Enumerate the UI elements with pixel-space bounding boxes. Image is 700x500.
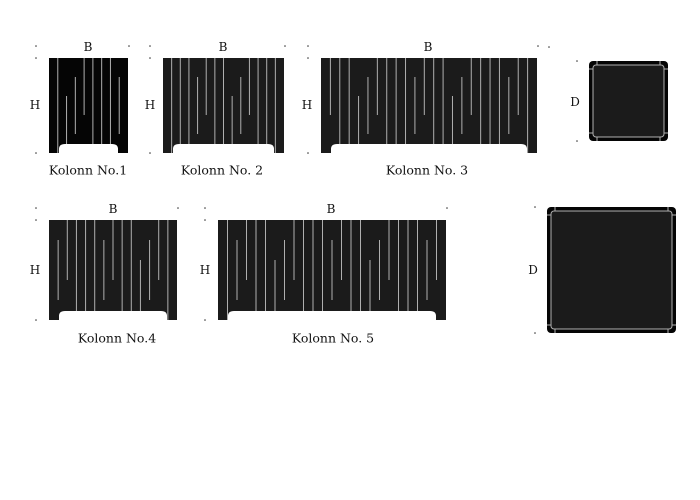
width-label-2: B [218,40,228,54]
column-4-base-cutout [59,311,167,321]
height-label-3: H [301,98,313,112]
column-1-base-cutout [59,144,118,154]
corner-mark [307,57,309,59]
corner-mark [35,319,37,321]
corner-mark [128,45,130,47]
width-label-5: B [326,202,336,216]
height-label-4: H [29,263,41,277]
corner-mark [284,45,286,47]
corner-mark [149,57,151,59]
column-1-panel [49,58,128,153]
column-3-panel [321,58,537,153]
corner-mark [548,46,550,48]
column-3-base-cutout [331,144,527,154]
height-label-2: H [144,98,156,112]
corner-mark [149,152,151,154]
product-label-5: Kolonn No. 5 [291,330,375,346]
top-view-small-top [592,64,665,138]
depth-label-large: D [528,263,538,277]
width-label-1: B [83,40,93,54]
product-label-1: Kolonn No.1 [48,162,128,178]
corner-mark [35,57,37,59]
corner-mark [177,207,179,209]
corner-mark [204,207,206,209]
corner-mark [35,45,37,47]
corner-mark [35,152,37,154]
width-label-3: B [423,40,433,54]
depth-label-small: D [570,95,580,109]
width-label-4: B [108,202,118,216]
product-label-2: Kolonn No. 2 [180,162,264,178]
corner-mark [204,219,206,221]
corner-mark [307,45,309,47]
height-label-1: H [29,98,41,112]
column-5-base-cutout [228,311,436,321]
corner-mark [446,207,448,209]
corner-mark [537,45,539,47]
product-label-4: Kolonn No.4 [77,330,157,346]
corner-mark [149,45,151,47]
corner-mark [204,319,206,321]
top-view-large-top [550,210,673,330]
product-label-3: Kolonn No. 3 [385,162,469,178]
column-2-base-cutout [173,144,274,154]
corner-mark [35,219,37,221]
corner-mark [534,206,536,208]
corner-mark [534,332,536,334]
corner-mark [307,152,309,154]
height-label-5: H [199,263,211,277]
corner-mark [576,140,578,142]
corner-mark [576,60,578,62]
corner-mark [35,207,37,209]
